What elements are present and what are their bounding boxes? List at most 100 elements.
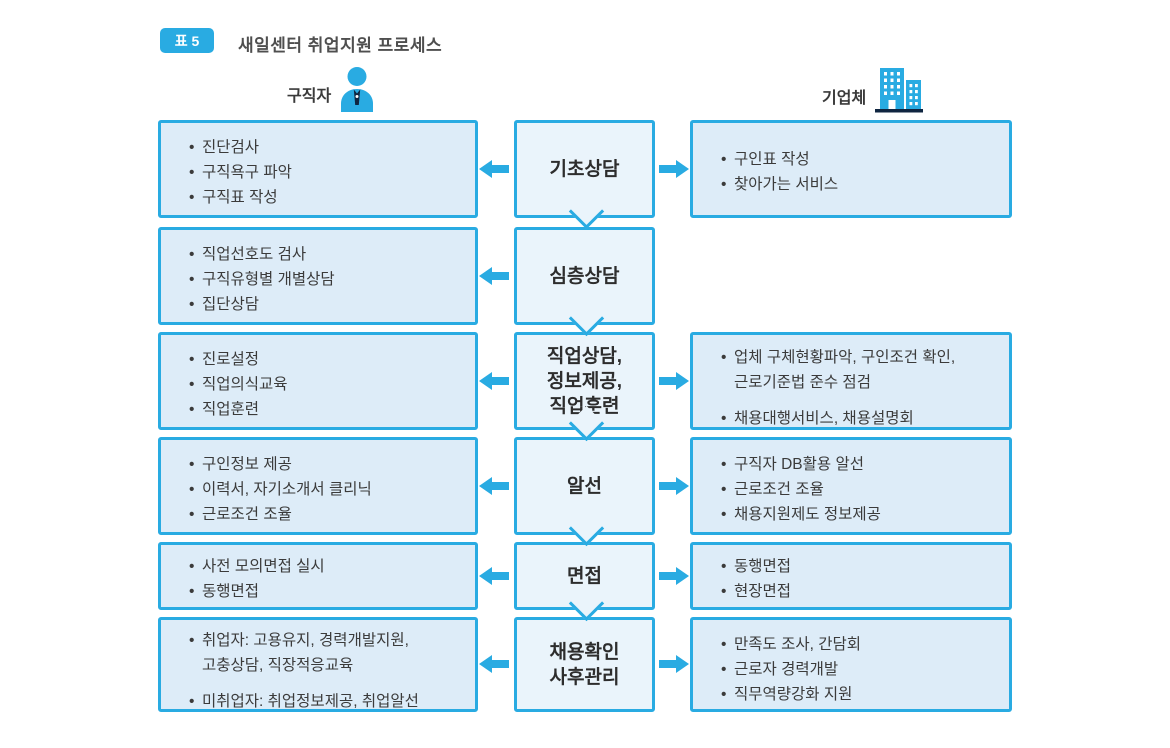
step-box-basic-counseling: 기초상담 [514, 120, 655, 230]
bullet: • [721, 410, 727, 427]
list-item-text: 만족도 조사, 간담회 [734, 636, 861, 653]
bullet: • [721, 506, 727, 523]
list-item-text: 직무역량강화 지원 [734, 686, 853, 703]
list-item-text: 직업선호도 검사 [202, 246, 307, 263]
bullet: • [189, 693, 195, 710]
bullet: • [189, 246, 195, 263]
list-item: • 집단상담 [189, 292, 467, 317]
list-item-text: 채용지원제도 정보제공 [734, 506, 881, 523]
list-item-text: 사전 모의면접 실시 [202, 558, 325, 575]
bullet: • [189, 139, 195, 156]
list-item: • 구직자 DB활용 알선 [721, 452, 1001, 477]
list-item: • 직무역량강화 지원 [721, 682, 1001, 707]
building-icon [873, 66, 925, 114]
company-box-row-5: • 동행면접 •현장면접 [690, 542, 1012, 610]
step-box-hiring-confirmation-followup: 채용확인 사후관리 [514, 617, 655, 712]
list-item: •취업자: 고용유지, 경력개발지원, 고충상담, 직장적응교육 [189, 628, 467, 678]
right-arrow-icon [659, 477, 689, 495]
list-item-text: 구직자 DB활용 알선 [734, 456, 864, 473]
step-box-interview: 면접 [514, 542, 655, 622]
bullet: • [721, 686, 727, 703]
list-item: •구인표 작성 [721, 147, 1001, 172]
list-item: •이력서, 자기소개서 클리닉 [189, 477, 467, 502]
list-item-text: 구직유형별 개별상담 [202, 271, 335, 288]
bullet: • [721, 481, 727, 498]
step-box-indepth-counseling: 심층상담 [514, 227, 655, 337]
bullet: • [189, 351, 195, 368]
company-box-row-6: • 만족도 조사, 간담회 • 근로자 경력개발 • 직무역량강화 지원 [690, 617, 1012, 712]
bullet: • [189, 189, 195, 206]
company-header-label: 기업체 [822, 90, 867, 107]
left-arrow-icon [479, 655, 509, 673]
list-item: • 채용대행서비스, 채용설명회 [721, 406, 1001, 431]
list-item-text: 이력서, 자기소개서 클리닉 [202, 481, 372, 498]
bullet: • [189, 456, 195, 473]
list-item: • 업체 구체현황파악, 구인조건 확인, 근로기준법 준수 점검 [721, 345, 1001, 395]
jobseeker-box-row-5: • 사전 모의면접 실시 • 동행면접 [158, 542, 478, 610]
list-item: •진단검사 [189, 135, 467, 160]
left-arrow-icon [479, 267, 509, 285]
list-item: •미취업자: 취업정보제공, 취업알선 [189, 689, 467, 714]
bullet: • [189, 296, 195, 313]
list-item: • 구직욕구 파악 [189, 160, 467, 185]
list-item-text: 근로자 경력개발 [734, 661, 839, 678]
bullet: • [721, 636, 727, 653]
list-item: • 근로조건 조율 [189, 502, 467, 527]
list-item-text: 근로조건 조율 [202, 506, 292, 523]
bullet: • [721, 583, 727, 600]
company-box-row-1: •구인표 작성 •찾아가는 서비스 [690, 120, 1012, 218]
list-item: • 구직표 작성 [189, 185, 467, 210]
list-item: • 만족도 조사, 간담회 [721, 632, 1001, 657]
list-item: • 근로조건 조율 [721, 477, 1001, 502]
right-arrow-icon [659, 372, 689, 390]
step-label: 면접 [567, 565, 602, 587]
bullet: • [721, 558, 727, 575]
list-item-text: 업체 구체현황파악, 구인조건 확인, 근로기준법 준수 점검 [734, 349, 956, 391]
list-item: •직업의식교육 [189, 372, 467, 397]
list-item-text: 찾아가는 서비스 [734, 176, 839, 193]
list-item-text: 채용대행서비스, 채용설명회 [734, 410, 914, 427]
step-tail-down [568, 510, 604, 547]
list-item-text: 구직욕구 파악 [202, 164, 292, 181]
bullet: • [721, 661, 727, 678]
list-item: • 근로자 경력개발 [721, 657, 1001, 682]
step-tail-down [568, 300, 604, 337]
step-box-job-placement: 알선 [514, 437, 655, 547]
list-item-text: 구직표 작성 [202, 189, 278, 206]
list-item: •현장면접 [721, 579, 1001, 604]
right-arrow-icon [659, 160, 689, 178]
list-item-text: 동행면접 [202, 583, 260, 600]
step-label: 기초상담 [549, 158, 620, 180]
jobseeker-box-row-6: •취업자: 고용유지, 경력개발지원, 고충상담, 직장적응교육 •미취업자: … [158, 617, 478, 712]
list-item: •직업훈련 [189, 397, 467, 422]
list-item: • 채용지원제도 정보제공 [721, 502, 1001, 527]
bullet: • [189, 558, 195, 575]
bullet: • [189, 506, 195, 523]
company-box-row-3: • 업체 구체현황파악, 구인조건 확인, 근로기준법 준수 점검 • 채용대행서비… [690, 332, 1012, 430]
bullet: • [189, 583, 195, 600]
bullet: • [721, 349, 727, 366]
right-arrow-icon [659, 655, 689, 673]
list-item: • 사전 모의면접 실시 [189, 554, 467, 579]
left-arrow-icon [479, 477, 509, 495]
jobseeker-column-header: 구직자 [287, 66, 376, 112]
bullet: • [189, 164, 195, 181]
list-item-text: 근로조건 조율 [734, 481, 824, 498]
step-label: 알선 [567, 475, 602, 497]
bullet: • [189, 271, 195, 288]
bullet: • [189, 632, 195, 649]
jobseeker-box-row-1: •진단검사 • 구직욕구 파악 • 구직표 작성 [158, 120, 478, 218]
list-item-text: 동행면접 [734, 558, 792, 575]
bullet: • [721, 456, 727, 473]
list-item-text: 집단상담 [202, 296, 260, 313]
list-item: • 동행면접 [721, 554, 1001, 579]
list-item: • 구직유형별 개별상담 [189, 267, 467, 292]
step-tail-down [568, 585, 604, 622]
left-arrow-icon [479, 372, 509, 390]
list-item: •진로설정 [189, 347, 467, 372]
step-tail-down [568, 193, 604, 230]
list-item: •구인정보 제공 [189, 452, 467, 477]
diagram-title: 새일센터 취업지원 프로세스 [238, 36, 443, 55]
list-item-text: 직업훈련 [202, 401, 260, 418]
